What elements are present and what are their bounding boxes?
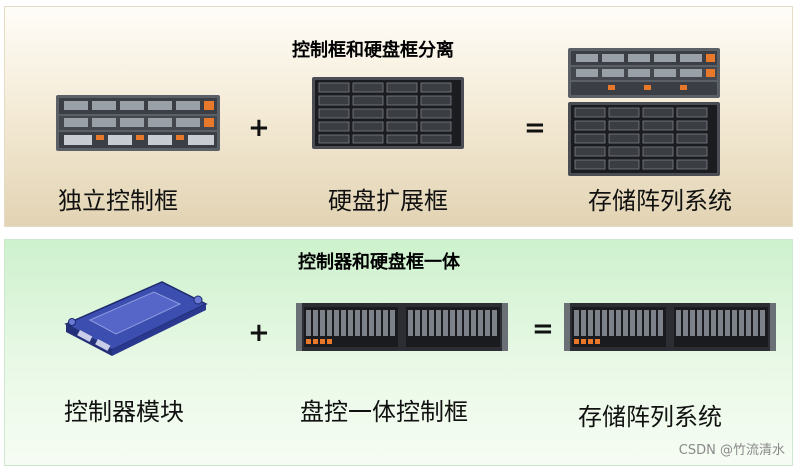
label-disk-expansion-enclosure: 硬盘扩展框: [328, 187, 448, 215]
label-controller-module: 控制器模块: [64, 398, 184, 426]
equals-sign-bottom: =: [532, 314, 554, 344]
disk-expansion-enclosure-image: [312, 77, 464, 149]
top-panel-title: 控制框和硬盘框分离: [292, 40, 454, 61]
label-storage-array-system-bottom: 存储阵列系统: [578, 403, 722, 431]
label-standalone-controller-enclosure: 独立控制框: [58, 187, 178, 215]
label-integrated-disk-controller-enclosure: 盘控一体控制框: [300, 398, 468, 426]
standalone-controller-enclosure-image: [56, 95, 220, 151]
label-storage-array-system-top: 存储阵列系统: [588, 187, 732, 215]
plus-sign-top: +: [248, 113, 270, 143]
storage-array-system-image: [568, 48, 720, 176]
bottom-panel-title: 控制器和硬盘框一体: [298, 252, 460, 273]
plus-sign-bottom: +: [248, 318, 270, 348]
csdn-watermark: CSDN @竹流清水: [678, 443, 785, 458]
storage-array-system-bottom-image: [564, 303, 776, 351]
equals-sign-top: =: [524, 113, 546, 143]
controller-module-image: [64, 281, 208, 356]
bottom-panel: [4, 239, 793, 466]
integrated-disk-controller-enclosure-image: [296, 303, 508, 351]
